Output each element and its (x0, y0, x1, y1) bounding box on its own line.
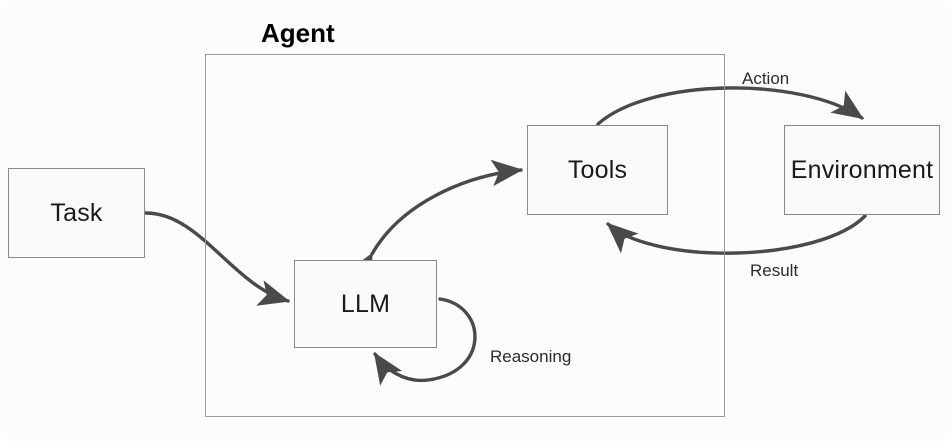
edge-llm-tools (345, 159, 524, 286)
edge-llm-reasoning-loop (373, 297, 477, 386)
edge-label-result: Result (750, 261, 799, 280)
edge-tools-to-environment (596, 86, 864, 126)
node-task-label: Task (50, 198, 103, 227)
node-environment[interactable]: Environment (784, 125, 940, 215)
agent-boundary-box (205, 54, 725, 417)
node-tools-label: Tools (567, 155, 628, 184)
edge-task-to-llm (144, 211, 290, 306)
node-llm[interactable]: LLM (294, 260, 437, 348)
edge-label-reasoning: Reasoning (490, 347, 572, 366)
edge-label-action: Action (742, 69, 790, 88)
node-llm-label: LLM (340, 289, 391, 318)
agent-title: Agent (261, 18, 335, 48)
edge-environment-to-tools (606, 214, 867, 255)
node-task[interactable]: Task (8, 168, 145, 258)
node-environment-label: Environment (790, 155, 934, 184)
node-tools[interactable]: Tools (527, 125, 668, 215)
